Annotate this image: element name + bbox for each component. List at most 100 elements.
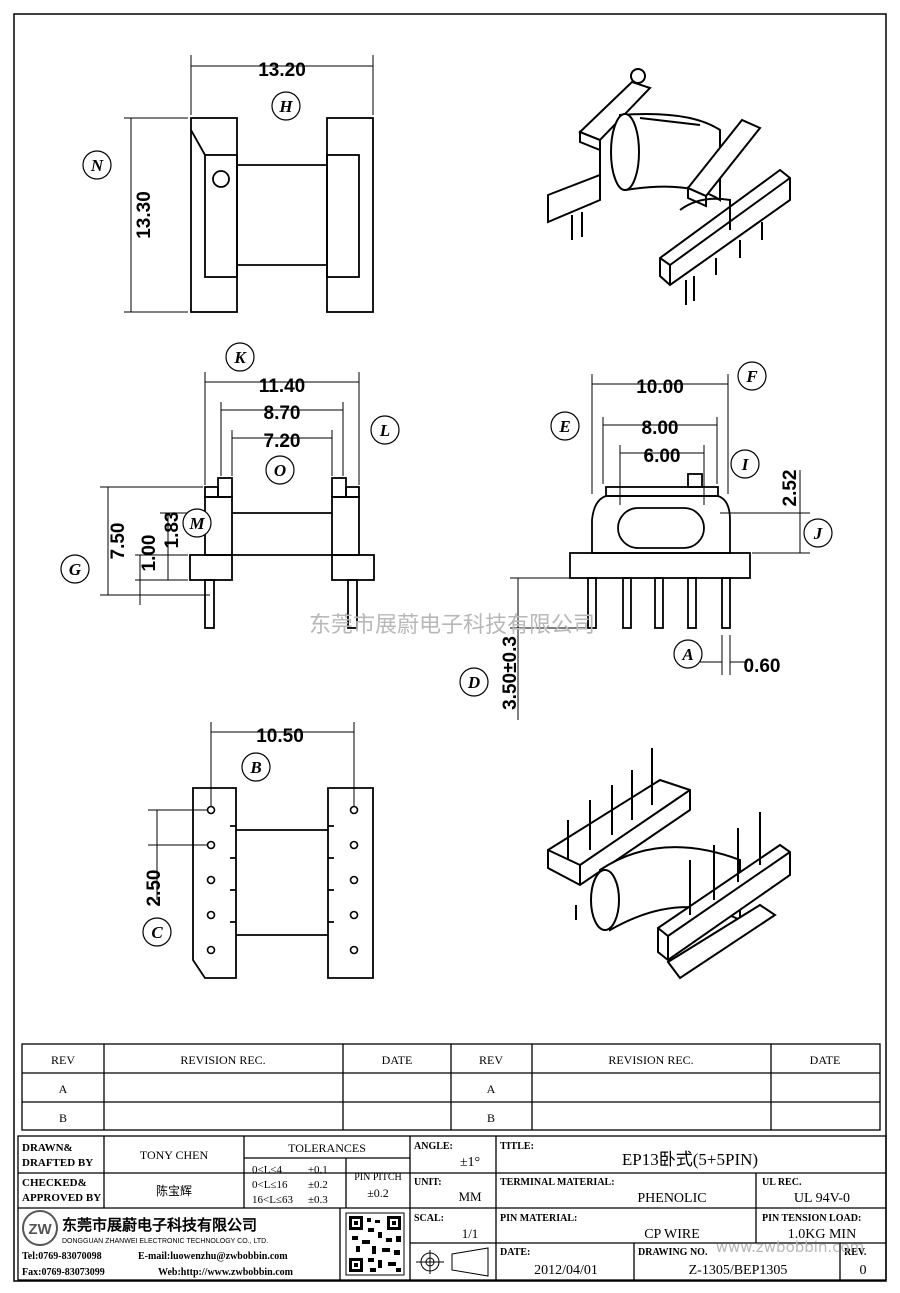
svg-text:K: K <box>233 348 247 367</box>
ul-value: UL 94V-0 <box>794 1191 850 1206</box>
pin-pitch-label: PIN PITCH <box>354 1172 402 1183</box>
rev-header-2: REVISION REC. <box>180 1053 265 1067</box>
tol-value-3: ±0.3 <box>308 1194 328 1206</box>
scale-value: 1/1 <box>462 1226 479 1241</box>
unit-label: UNIT: <box>414 1177 442 1188</box>
svg-text:C: C <box>151 923 163 942</box>
drawing-label: DRAWING NO. <box>638 1247 708 1258</box>
svg-text:D: D <box>467 673 480 692</box>
date-label: DATE: <box>500 1247 530 1258</box>
tol-range-2: 0<L≤16 <box>252 1179 288 1191</box>
dim-bottom-c: 2.50 <box>144 870 165 907</box>
company-fax: Fax:0769-83073099 <box>22 1267 105 1278</box>
sheet-border <box>13 13 887 1282</box>
svg-text:J: J <box>813 524 823 543</box>
dim-top-width: 13.20 <box>258 60 306 81</box>
rev-row-a-right: A <box>487 1082 496 1096</box>
company-logo: ZW <box>22 1210 58 1246</box>
pin-material-label: PIN MATERIAL: <box>500 1213 577 1224</box>
pin-tension-value: 1.0KG MIN <box>788 1227 856 1242</box>
dim-side-a: 0.60 <box>744 656 781 677</box>
unit-value: MM <box>458 1189 482 1204</box>
isometric-bottom-view <box>547 748 791 980</box>
date-value: 2012/04/01 <box>534 1263 598 1278</box>
terminal-value: PHENOLIC <box>637 1191 706 1206</box>
dim-front-m: 1.83 <box>162 512 183 549</box>
dim-front-k: 11.40 <box>259 376 306 397</box>
svg-text:F: F <box>745 367 758 386</box>
tolerances-label: TOLERANCES <box>288 1141 366 1155</box>
bubble-f: F <box>737 361 767 391</box>
checked-label-2: APPROVED BY <box>22 1192 101 1204</box>
title-block-grid <box>17 1135 887 1281</box>
svg-text:G: G <box>69 560 82 579</box>
tol-value-1: ±0.1 <box>308 1164 328 1176</box>
dim-top-height: 13.30 <box>134 191 155 239</box>
dim-side-i: 6.00 <box>644 446 681 467</box>
dim-side-f: 10.00 <box>636 377 684 398</box>
top-view-dims <box>124 55 374 313</box>
bubble-e: E <box>550 411 580 441</box>
bubble-o: O <box>265 455 295 485</box>
bottom-view <box>192 787 374 979</box>
bottom-view-pins <box>206 805 359 955</box>
checked-value: 陈宝辉 <box>156 1183 192 1198</box>
bubble-a: A <box>673 639 703 669</box>
drawn-label-1: DRAWN& <box>22 1142 73 1154</box>
svg-text:O: O <box>274 461 286 480</box>
company-tel: Tel:0769-83070098 <box>22 1251 102 1262</box>
dim-side-j: 2.52 <box>780 470 801 507</box>
company-email: E-mail:luowenzhu@zwbobbin.com <box>138 1251 288 1262</box>
qr-code-icon <box>345 1212 405 1276</box>
pin-pitch-value: ±0.2 <box>367 1186 389 1200</box>
rev-row-b-left: B <box>59 1111 67 1125</box>
bubble-j: J <box>803 518 833 548</box>
rev-header-5: REVISION REC. <box>608 1053 693 1067</box>
bubble-g: G <box>60 554 90 584</box>
rev-label: REV. <box>844 1247 867 1258</box>
bubble-i: I <box>730 449 760 479</box>
drawn-value: TONY CHEN <box>140 1148 209 1162</box>
rev-header-4: REV <box>479 1053 503 1067</box>
checked-label-1: CHECKED& <box>22 1177 87 1189</box>
svg-text:I: I <box>741 455 750 474</box>
svg-text:L: L <box>379 421 390 440</box>
dim-front-g: 7.50 <box>108 523 129 560</box>
svg-text:E: E <box>558 417 570 436</box>
company-name-en: DONGGUAN ZHANWEI ELECTRONIC TECHNOLOGY C… <box>62 1238 268 1245</box>
tol-range-1: 0<L≤4 <box>252 1164 282 1176</box>
tol-value-2: ±0.2 <box>308 1179 328 1191</box>
angle-label: ANGLE: <box>414 1141 453 1152</box>
svg-text:N: N <box>90 156 104 175</box>
front-view-dims <box>100 372 360 605</box>
revision-table <box>21 1043 881 1131</box>
dim-front-o: 7.20 <box>264 431 301 452</box>
dim-side-e: 8.00 <box>642 418 679 439</box>
bubble-n: N <box>82 150 112 180</box>
rev-header-1: REV <box>51 1053 75 1067</box>
rev-header-6: DATE <box>810 1053 841 1067</box>
bubble-h: H <box>271 91 301 121</box>
bubble-d: D <box>459 667 489 697</box>
bubble-m: M <box>182 508 212 538</box>
pin-tension-label: PIN TENSION LOAD: <box>762 1213 861 1224</box>
title-label: TITLE: <box>500 1141 534 1152</box>
front-view <box>189 477 375 629</box>
company-name-cn: 东莞市展蔚电子科技有限公司 <box>62 1216 257 1234</box>
watermark-url: www.zwbobbin.com <box>716 1238 865 1256</box>
svg-text:B: B <box>249 758 261 777</box>
projection-symbol-icon <box>416 1247 489 1277</box>
svg-text:A: A <box>681 645 693 664</box>
svg-text:H: H <box>278 97 293 116</box>
rev-header-3: DATE <box>382 1053 413 1067</box>
scale-label: SCAL: <box>414 1213 444 1224</box>
company-web: Web:http://www.zwbobbin.com <box>158 1267 294 1278</box>
rev-row-b-right: B <box>487 1111 495 1125</box>
isometric-top-view <box>547 68 791 305</box>
angle-value: ±1° <box>460 1155 480 1170</box>
drawn-label-2: DRAFTED BY <box>22 1157 93 1169</box>
ul-label: UL REC. <box>762 1177 802 1188</box>
bubble-b: B <box>241 752 271 782</box>
pin-material-value: CP WIRE <box>644 1227 700 1242</box>
